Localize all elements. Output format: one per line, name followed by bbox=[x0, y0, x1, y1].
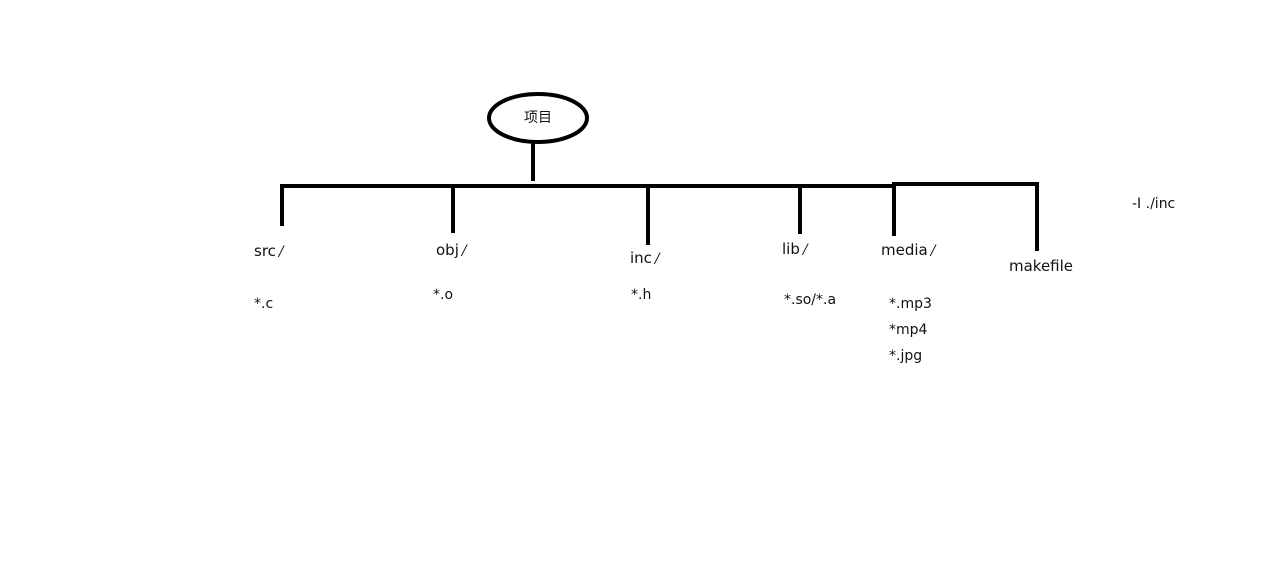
folder-obj-content: *.o bbox=[433, 287, 454, 303]
folder-media-content-mp4: *mp4 bbox=[889, 322, 928, 338]
folder-obj-name: obj bbox=[436, 241, 459, 259]
folder-media-content-jpg: *.jpg bbox=[889, 348, 923, 364]
folder-media-content-mp3: *.mp3 bbox=[889, 296, 932, 312]
folder-media-name: media bbox=[881, 241, 928, 259]
folder-src-slash: / bbox=[278, 244, 284, 260]
folder-obj: obj/ bbox=[436, 241, 467, 259]
folder-obj-slash: / bbox=[461, 243, 467, 259]
file-makefile: makefile bbox=[1009, 257, 1074, 275]
include-flag-note: -I ./inc bbox=[1132, 196, 1176, 212]
folder-inc-content: *.h bbox=[631, 287, 652, 303]
folder-media: media/ bbox=[881, 241, 936, 259]
folder-inc-slash: / bbox=[654, 251, 660, 267]
folder-inc-name: inc bbox=[630, 249, 652, 267]
folder-src-name: src bbox=[254, 242, 276, 260]
folder-lib-slash: / bbox=[802, 242, 808, 258]
folder-src: src/ bbox=[254, 242, 284, 260]
folder-lib-name: lib bbox=[782, 240, 800, 258]
root-node-label: 项目 bbox=[524, 110, 552, 126]
folder-lib-content: *.so/*.a bbox=[784, 292, 837, 308]
folder-media-slash: / bbox=[930, 243, 936, 259]
root-node-ellipse bbox=[487, 92, 589, 144]
folder-src-content: *.c bbox=[254, 296, 274, 312]
folder-inc: inc/ bbox=[630, 249, 660, 267]
folder-lib: lib/ bbox=[782, 240, 808, 258]
